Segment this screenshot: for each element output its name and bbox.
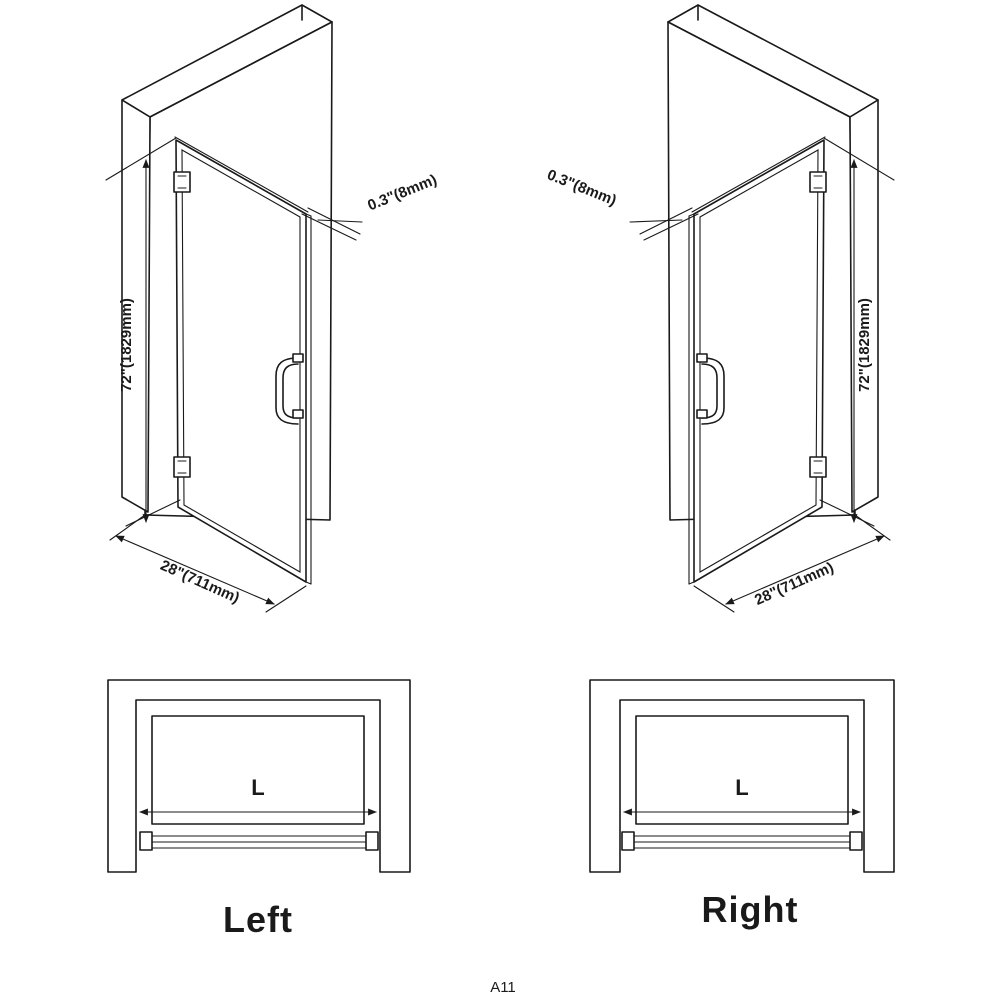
left-caption: Left xyxy=(223,899,293,940)
left-hinge-top xyxy=(173,171,191,193)
left-door-isometric: 72"(1829mm) 28"(711mm) 0.3"(8mm) xyxy=(105,4,439,613)
right-plan-glass-door xyxy=(621,831,863,851)
left-ceiling-edge xyxy=(174,136,309,213)
right-plan-length-label: L xyxy=(735,775,748,800)
right-glass-door xyxy=(688,139,825,585)
right-height-label: 72"(1829mm) xyxy=(856,298,873,392)
left-door-handle xyxy=(275,353,304,425)
right-width-label: 28"(711mm) xyxy=(752,559,836,609)
right-plan-tray xyxy=(635,715,849,825)
left-height-label: 72"(1829mm) xyxy=(118,298,135,392)
left-glass-door xyxy=(175,139,312,585)
left-width-label: 28"(711mm) xyxy=(158,557,242,607)
left-plan-view: L Left xyxy=(107,679,411,940)
left-hinge-bottom xyxy=(173,456,191,478)
right-glass-label: 0.3"(8mm) xyxy=(545,166,619,209)
left-plan-length-label: L xyxy=(251,775,264,800)
left-plan-glass-door xyxy=(139,831,379,851)
right-ceiling-edge xyxy=(691,136,826,213)
right-caption: Right xyxy=(702,889,799,930)
right-door-isometric: 72"(1829mm) 28"(711mm) 0.3"(8mm) xyxy=(545,4,895,613)
left-plan-tray xyxy=(151,715,365,825)
left-glass-label: 0.3"(8mm) xyxy=(365,171,439,214)
right-door-handle xyxy=(696,353,725,425)
figure-code: A11 xyxy=(490,979,516,996)
right-hinge-top xyxy=(809,171,827,193)
right-plan-view: L Right xyxy=(589,679,895,930)
right-hinge-bottom xyxy=(809,456,827,478)
